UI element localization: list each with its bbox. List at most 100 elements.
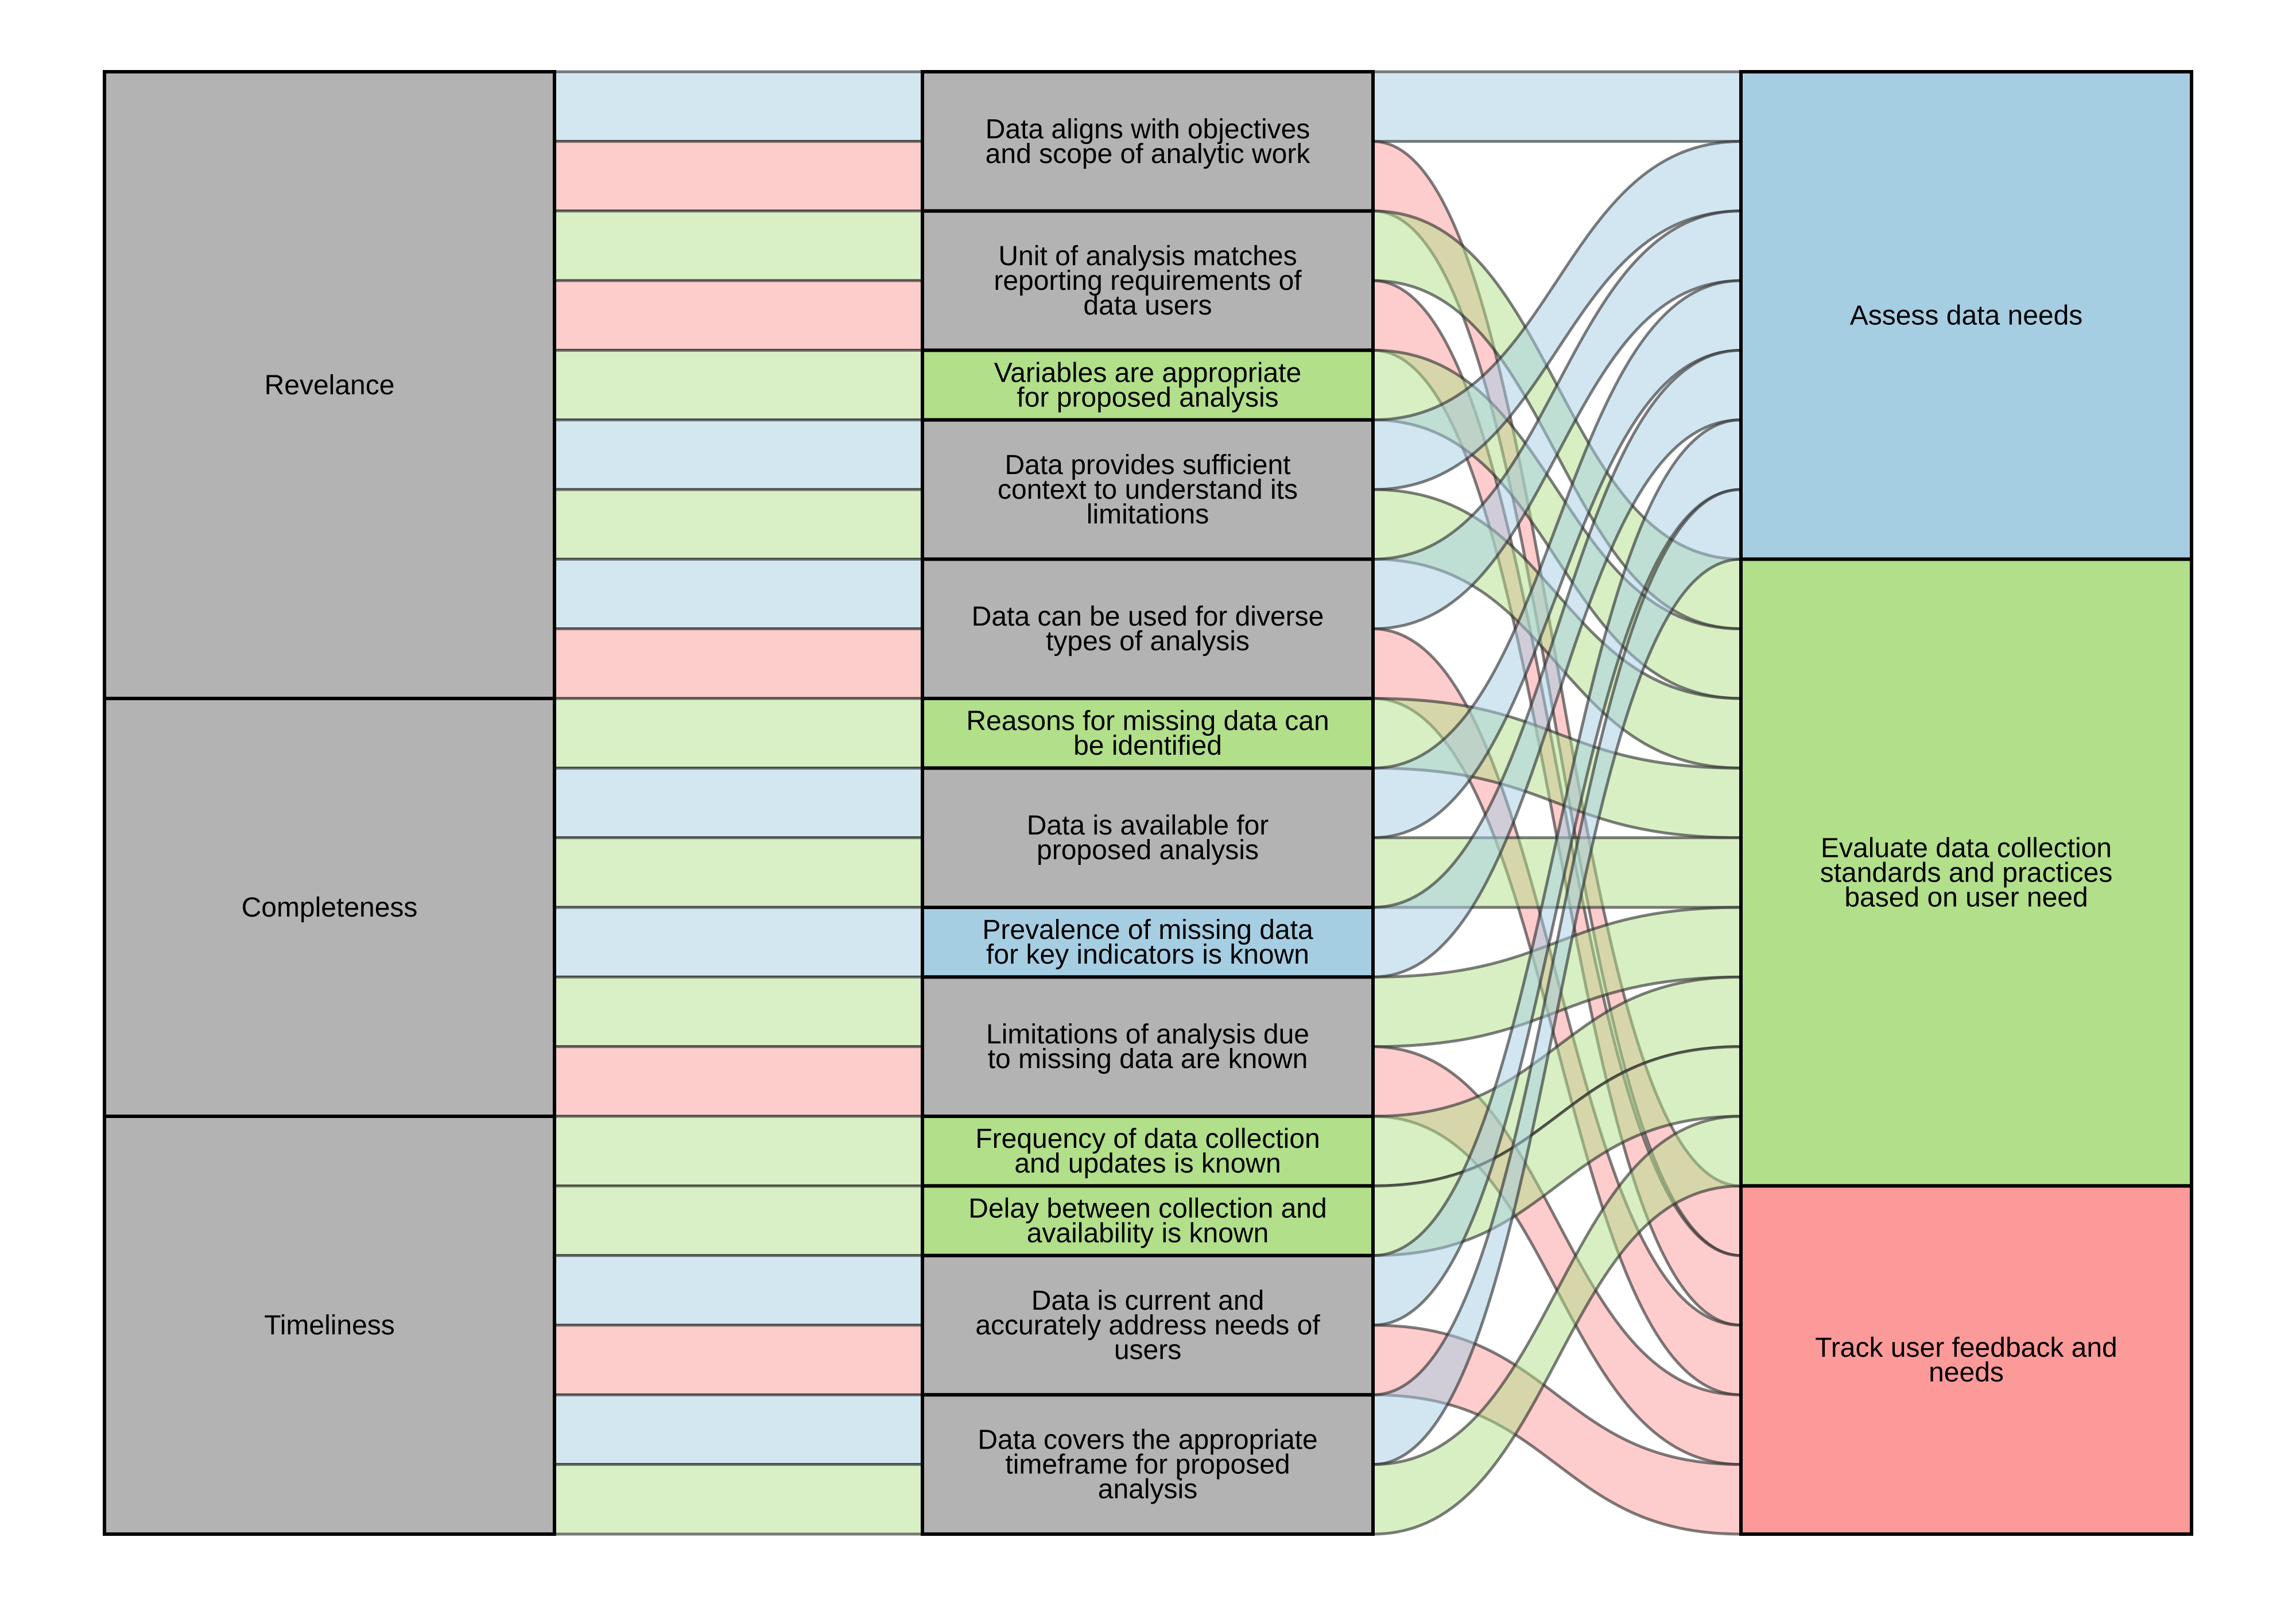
criterion-label: Frequency of data collection	[975, 1124, 1320, 1154]
flow-band	[553, 488, 924, 561]
stratum-box	[921, 557, 1375, 700]
activity-label: standards and practices	[1820, 857, 2113, 888]
criterion-label: context to understand its	[998, 475, 1298, 505]
criterion-label: Delay between collection and	[968, 1194, 1327, 1224]
dimension-label: Completeness	[242, 892, 418, 923]
flow-band	[553, 1045, 924, 1118]
stratum-box	[1739, 1184, 2193, 1536]
flows-dimension-to-criterion	[553, 70, 924, 1536]
stratum-box	[921, 975, 1375, 1119]
flow-band	[553, 1463, 924, 1536]
criterion-label: for proposed analysis	[1017, 383, 1278, 413]
criterion-label: Data is current and	[1031, 1286, 1265, 1316]
criterion-label: Data covers the appropriate	[978, 1425, 1317, 1455]
flow-band	[553, 348, 924, 422]
flow-band	[553, 1323, 924, 1396]
criterion-label: reporting requirements of	[994, 266, 1302, 296]
stratum-box	[921, 697, 1375, 770]
flow-band	[553, 627, 924, 700]
stratum-box	[1739, 70, 2193, 561]
criterion-label: Data is available for	[1027, 810, 1269, 841]
flow-band	[553, 209, 924, 282]
activity-label: based on user need	[1844, 882, 2088, 913]
criterion-label: users	[1114, 1335, 1181, 1365]
stratum-box	[103, 1115, 556, 1536]
flow-band	[553, 139, 924, 213]
stratum-box	[103, 70, 556, 700]
criterion-label: accurately address needs of	[975, 1310, 1320, 1341]
flows-criterion-to-activity	[1371, 70, 1743, 1536]
criterion-label: Variables are appropriate	[994, 358, 1301, 389]
criterion-label: to missing data are known	[988, 1044, 1308, 1074]
flow-band	[553, 906, 924, 979]
dimension-label: Revelance	[265, 370, 395, 401]
criterion-label: Unit of analysis matches	[998, 241, 1297, 271]
criterion-label: Prevalence of missing data	[982, 915, 1313, 945]
dimension-stratum: Revelance	[103, 70, 556, 700]
flow-band	[553, 279, 924, 352]
flow-band	[553, 70, 924, 143]
stratum-box	[921, 1253, 1375, 1397]
flow-band	[553, 836, 924, 909]
flow-band	[553, 557, 924, 631]
activity-label: Assess data needs	[1850, 301, 2083, 331]
criterion-label: types of analysis	[1046, 626, 1250, 657]
criterion-label: data users	[1083, 290, 1212, 321]
stratum-box	[921, 209, 1375, 352]
dimension-label: Timeliness	[264, 1310, 395, 1341]
criterion-label: and scope of analytic work	[986, 139, 1311, 169]
criterion-label: proposed analysis	[1037, 835, 1259, 865]
criterion-label: Data provides sufficient	[1004, 450, 1290, 480]
criterion-label: for key indicators is known	[986, 940, 1309, 970]
flow-band	[553, 1115, 924, 1187]
flow-band	[553, 697, 924, 770]
activity-label: Evaluate data collection	[1821, 833, 2112, 863]
criterion-label: limitations	[1087, 499, 1209, 530]
activity-stratum: Assess data needs	[1739, 70, 2193, 561]
criterion-label: availability is known	[1027, 1218, 1269, 1249]
criterion-label: Reasons for missing data can	[966, 706, 1329, 736]
stratum-box	[921, 348, 1375, 422]
criterion-label: Data can be used for diverse	[972, 601, 1324, 632]
stratum-box	[921, 1115, 1375, 1188]
activity-label: needs	[1929, 1357, 2004, 1388]
flow-band	[553, 1393, 924, 1466]
criterion-label: timeframe for proposed	[1005, 1450, 1290, 1480]
dimension-stratum: Timeliness	[103, 1115, 556, 1536]
criterion-label: Data aligns with objectives	[986, 114, 1310, 145]
criterion-label: be identified	[1073, 731, 1222, 761]
flow-ribbon	[1371, 70, 1743, 143]
flow-band	[553, 1184, 924, 1257]
dimension-stratum: Completeness	[103, 697, 556, 1118]
criterion-label: and updates is known	[1014, 1148, 1281, 1179]
stratum-box	[1739, 557, 2193, 1188]
stratum-box	[921, 1393, 1375, 1536]
activity-label: Track user feedback and	[1815, 1333, 2117, 1363]
criterion-label: analysis	[1098, 1474, 1197, 1505]
stratum-box	[921, 70, 1375, 213]
criterion-stratum: Delay between collection andavailability…	[921, 1184, 1375, 1257]
flow-band	[553, 766, 924, 840]
flow-band	[553, 1254, 924, 1327]
criterion-label: Limitations of analysis due	[986, 1019, 1309, 1050]
flow-band	[553, 418, 924, 491]
stratum-box	[103, 697, 556, 1118]
flow-band	[553, 975, 924, 1049]
stratum-box	[921, 418, 1375, 561]
